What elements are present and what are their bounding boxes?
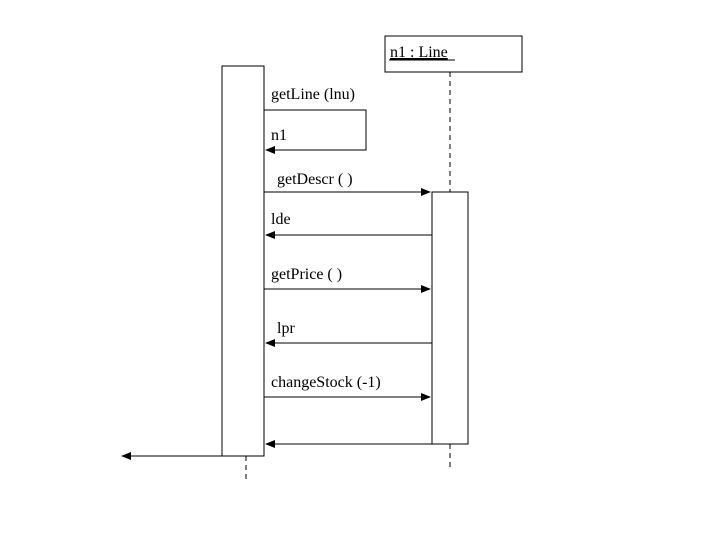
message-arrow-getline-self [264,109,367,154]
message-label-getline: getLine (lnu) [271,86,355,103]
message-label-getprice: getPrice ( ) [271,266,342,283]
n1-activation-bar [431,191,469,445]
object-box [384,35,523,73]
caller-activation-bar [221,65,265,457]
message-label-n1-return: n1 [271,127,287,144]
object-label: n1 : Line [390,44,448,61]
object-n1-line: n1 : Line [384,35,523,73]
message-label-getdescr: getDescr ( ) [277,171,353,188]
message-label-lde-return: lde [271,211,291,228]
message-label-lpr-return: lpr [277,320,295,337]
message-label-changestock: changeStock (-1) [271,374,381,391]
